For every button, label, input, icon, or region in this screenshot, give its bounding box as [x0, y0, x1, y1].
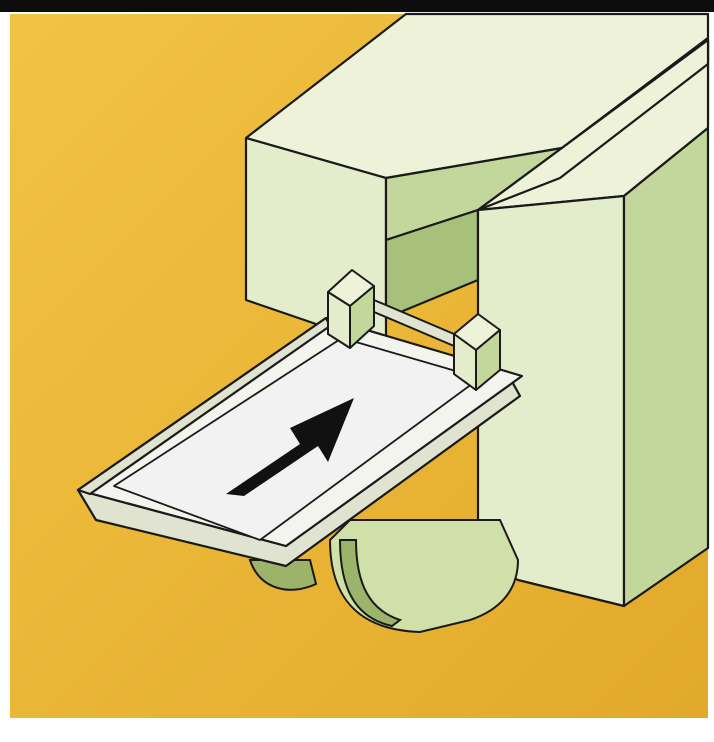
guide-blocks [327, 269, 501, 391]
feed-arrow [226, 398, 354, 496]
feed-roller [248, 519, 520, 634]
roller-body [328, 519, 520, 634]
front-housing-side [622, 126, 710, 608]
front-housing-top-edge [476, 38, 710, 212]
top-dark-border [0, 0, 714, 12]
slot-rail [373, 299, 455, 347]
left-block-side [349, 285, 375, 349]
front-housing-front [476, 194, 626, 608]
roller-shading [338, 539, 403, 628]
front-housing [476, 38, 710, 608]
roller-left-shading [248, 559, 318, 591]
right-block-side [475, 329, 501, 391]
arrow-icon [226, 398, 354, 496]
